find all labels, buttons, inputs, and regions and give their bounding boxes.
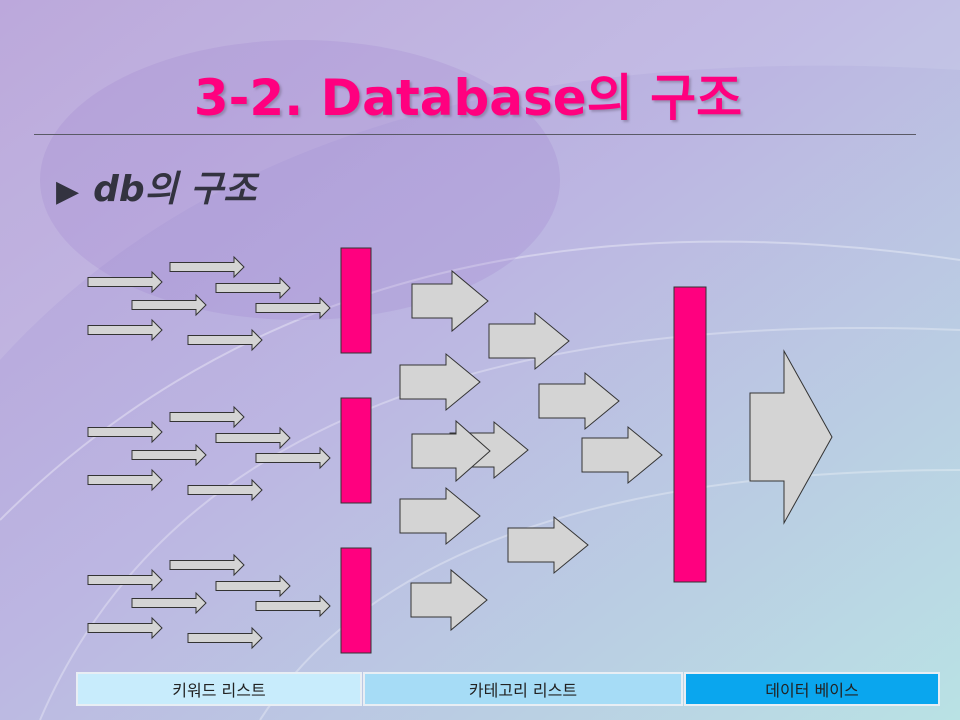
category-arrows-group: [399, 269, 833, 632]
small-arrow: [215, 574, 291, 598]
small-arrow: [87, 420, 163, 444]
small-arrow: [255, 296, 331, 320]
small-arrow: [255, 446, 331, 470]
footer-tab-database: 데이터 베이스: [684, 672, 940, 706]
small-arrow: [187, 478, 263, 502]
small-arrow: [215, 426, 291, 450]
small-arrow: [87, 568, 163, 592]
footer-tab-label: 카테고리 리스트: [468, 681, 578, 700]
category-arrow: [581, 425, 663, 485]
small-arrow: [87, 616, 163, 640]
small-arrow: [187, 328, 263, 352]
keyword-arrows-group: [87, 255, 331, 650]
small-arrow: [131, 293, 207, 317]
small-arrow: [169, 255, 245, 279]
footer-tab-label: 데이터 베이스: [765, 681, 859, 700]
category-arrow: [399, 352, 481, 412]
category-arrow: [488, 311, 570, 371]
category-arrow: [399, 486, 481, 546]
small-arrow: [87, 318, 163, 342]
category-arrow: [410, 568, 488, 632]
category-arrow: [507, 515, 589, 575]
category-bar: [340, 247, 372, 354]
category-bar: [340, 397, 372, 504]
small-arrow: [169, 553, 245, 577]
title-divider: [34, 134, 916, 135]
category-arrow: [538, 371, 620, 431]
small-arrow: [131, 591, 207, 615]
small-arrow: [87, 270, 163, 294]
slide-title: 3-2. Database의 구조: [193, 69, 743, 127]
database-bar: [673, 286, 707, 583]
category-arrow: [411, 419, 491, 483]
small-arrow: [215, 276, 291, 300]
footer-tab-label: 키워드 리스트: [172, 681, 266, 700]
pink-bars-group: [340, 247, 707, 654]
small-arrow: [87, 468, 163, 492]
small-arrow: [169, 405, 245, 429]
triangle-right-icon: ▶: [56, 174, 80, 209]
small-arrow: [131, 443, 207, 467]
slide-subtitle: ▶ db의 구조: [56, 160, 257, 212]
footer-tab-keyword-list: 키워드 리스트: [76, 672, 362, 706]
database-arrow: [749, 349, 833, 525]
category-arrow: [411, 269, 489, 333]
category-bar: [340, 547, 372, 654]
footer-tab-category-list: 카테고리 리스트: [363, 672, 683, 706]
small-arrow: [187, 626, 263, 650]
subtitle-text: db의 구조: [93, 169, 257, 210]
small-arrow: [255, 594, 331, 618]
